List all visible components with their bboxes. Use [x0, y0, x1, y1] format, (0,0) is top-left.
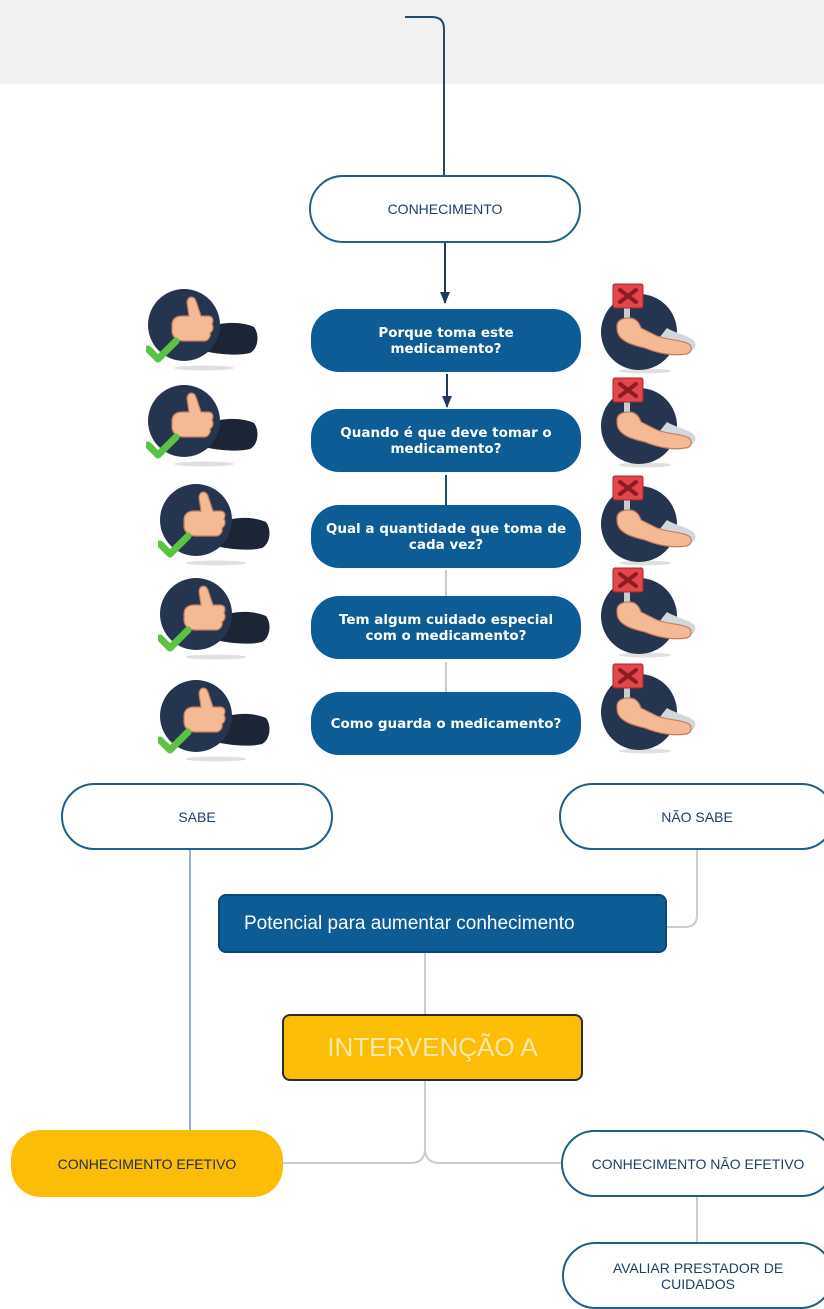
nao-sabe-label: NÃO SABE [661, 808, 733, 825]
sabe-label: SABE [178, 808, 216, 825]
intervencao-label: INTERVENÇÃO A [327, 1032, 538, 1062]
potencial-node: Potencial para aumentar conhecimento [218, 894, 667, 953]
conhecimento-efetivo-node: CONHECIMENTO EFETIVO [11, 1130, 283, 1197]
thumbs-up-check-icon [158, 578, 270, 660]
nao-sabe-node: NÃO SABE [559, 783, 824, 850]
avaliar-node: AVALIAR PRESTADOR DE CUIDADOS [562, 1242, 824, 1309]
red-x-sign-icon [601, 283, 696, 374]
sabe-node: SABE [61, 783, 333, 850]
red-x-sign-icon [601, 663, 696, 754]
conhecimento-node: CONHECIMENTO [309, 175, 581, 243]
question-5-node: Como guarda o medicamento? [311, 692, 581, 755]
question-1-node: Porque toma este medicamento? [311, 309, 581, 372]
question-2-label: Quando é que deve tomar o medicamento? [340, 424, 552, 457]
conhecimento-efetivo-label: CONHECIMENTO EFETIVO [57, 1155, 237, 1172]
red-x-sign-icon [601, 377, 696, 468]
question-3-node: Qual a quantidade que toma de cada vez? [311, 505, 581, 568]
question-1-label: Porque toma este medicamento? [378, 324, 514, 357]
conhecimento-nao-efetivo-node: CONHECIMENTO NÃO EFETIVO [561, 1130, 824, 1197]
thumbs-up-check-icon [158, 484, 270, 566]
conhecimento-label: CONHECIMENTO [387, 201, 503, 217]
question-3-label: Qual a quantidade que toma de cada vez? [325, 520, 567, 553]
avaliar-label: AVALIAR PRESTADOR DE CUIDADOS [612, 1259, 784, 1292]
question-4-node: Tem algum cuidado especial com o medicam… [311, 596, 581, 659]
question-5-label: Como guarda o medicamento? [330, 715, 562, 732]
thumbs-up-check-icon [158, 680, 270, 762]
question-4-label: Tem algum cuidado especial com o medicam… [338, 611, 554, 644]
thumbs-up-check-icon [146, 289, 258, 371]
conhecimento-nao-efetivo-label: CONHECIMENTO NÃO EFETIVO [591, 1155, 805, 1172]
question-2-node: Quando é que deve tomar o medicamento? [311, 409, 581, 472]
intervencao-node: INTERVENÇÃO A [282, 1014, 583, 1081]
top-band [0, 0, 824, 84]
red-x-sign-icon [601, 567, 696, 658]
thumbs-up-check-icon [146, 385, 258, 467]
potencial-label: Potencial para aumentar conhecimento [244, 912, 575, 934]
red-x-sign-icon [601, 475, 696, 566]
